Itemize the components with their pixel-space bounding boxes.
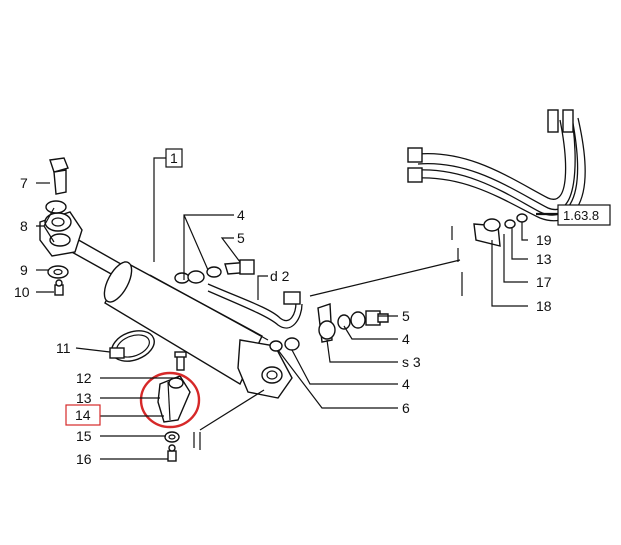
- callout-5-top: 5: [237, 230, 245, 246]
- callout-5-mid: 5: [402, 308, 410, 324]
- callout-1: 1: [170, 150, 178, 166]
- cut-line-bottom: [193, 432, 201, 450]
- callout-4-mid: 4: [402, 331, 410, 347]
- callout-4-top: 4: [237, 207, 245, 223]
- washer-15: [164, 431, 180, 443]
- fittings-upper: [174, 259, 255, 284]
- callout-box-1: [165, 148, 183, 168]
- callout-17: 17: [536, 274, 552, 290]
- callout-box-14: [65, 404, 101, 426]
- callout-12: 12: [76, 370, 92, 386]
- callout-8: 8: [20, 218, 28, 234]
- fittings-middle: [317, 303, 389, 343]
- bracket-14: [157, 375, 191, 423]
- callout-13-left: 13: [76, 390, 92, 406]
- hose-assembly: [407, 109, 586, 222]
- callout-7: 7: [20, 175, 28, 191]
- callout-3: s 3: [402, 354, 421, 370]
- pin-7: [49, 157, 69, 195]
- cut-line-right: [451, 226, 463, 296]
- rod-end-eye: [39, 200, 83, 257]
- callout-13-right: 13: [536, 251, 552, 267]
- callout-14: 14: [75, 407, 91, 423]
- callout-18: 18: [536, 298, 552, 314]
- callout-box-ref: [557, 204, 611, 226]
- callout-10: 10: [14, 284, 30, 300]
- washer-9: [47, 265, 69, 279]
- callout-15: 15: [76, 428, 92, 444]
- grease-nipple-10: [54, 279, 64, 296]
- callout-11: 11: [56, 340, 71, 356]
- callout-2: d 2: [270, 268, 290, 284]
- clamp-bracket: [473, 213, 528, 247]
- callout-19: 19: [536, 232, 552, 248]
- pointer-cut-bottom: [199, 389, 265, 431]
- screw-12: [174, 351, 187, 371]
- callout-9: 9: [20, 262, 28, 278]
- hydraulic-cylinder: [69, 236, 293, 399]
- highlight-circle: [139, 371, 201, 429]
- tube-d2: [207, 283, 303, 329]
- callout-4-low: 4: [402, 376, 410, 392]
- pointer-cut-right: [309, 259, 461, 297]
- grease-nipple-16: [167, 444, 177, 462]
- callout-6: 6: [402, 400, 410, 416]
- callout-16: 16: [76, 451, 92, 467]
- hose-clamp-11: [109, 330, 155, 362]
- leader-lines: [36, 157, 558, 460]
- callout-ref: 1.63.8: [563, 208, 599, 223]
- fittings-lower: [269, 337, 300, 352]
